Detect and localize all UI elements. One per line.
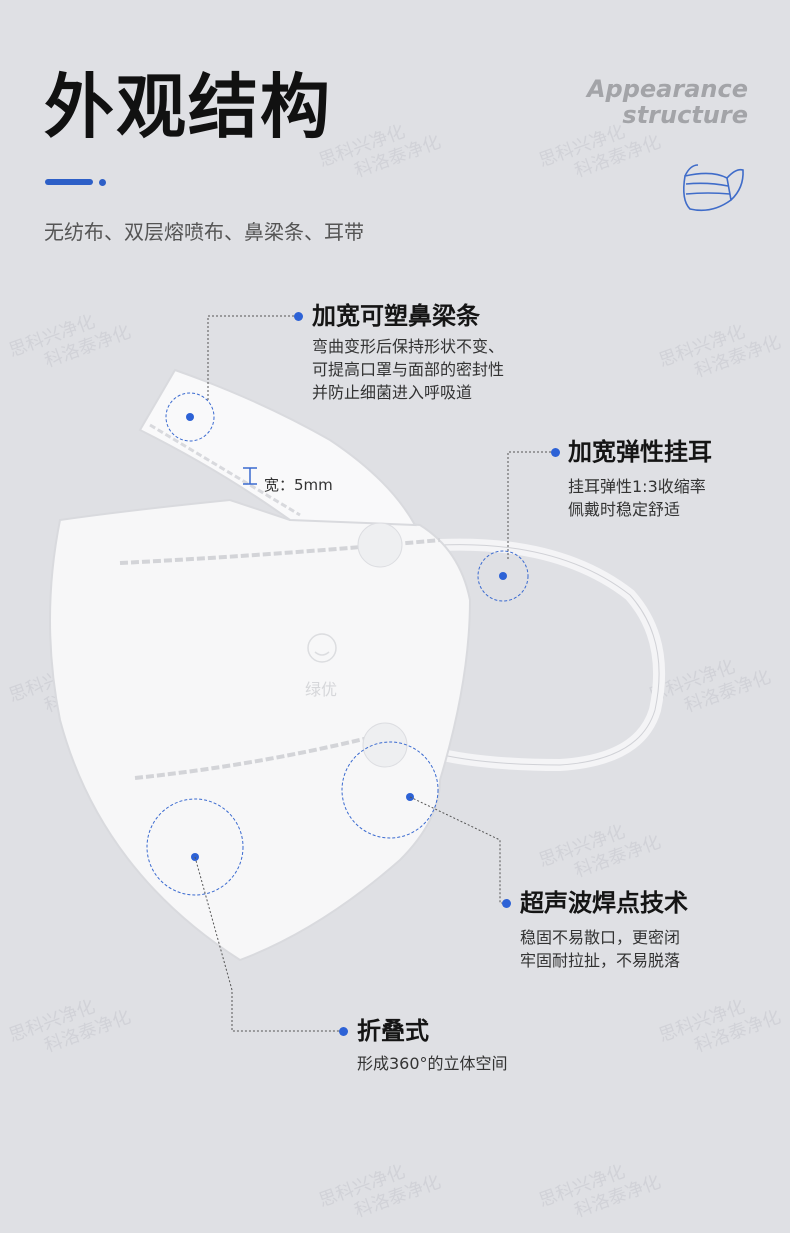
- callout-desc: 稳固不易散口，更密闭牢固耐拉扯，不易脱落: [520, 928, 681, 970]
- callout-title: 折叠式: [357, 1017, 429, 1045]
- callout-dot: [339, 1027, 348, 1036]
- highlight-earloop: [477, 550, 529, 602]
- mask-body: [49, 498, 472, 962]
- english-title-line2: structure: [622, 101, 748, 129]
- callout-desc: 弯曲变形后保持形状不变、可提高口罩与面部的密封性并防止细菌进入呼吸道: [312, 337, 505, 402]
- logo-icon: [307, 633, 337, 663]
- page-title: 外观结构: [44, 66, 332, 148]
- callout-title: 加宽弹性挂耳: [568, 438, 712, 466]
- callout-dot: [551, 448, 560, 457]
- highlight-weld: [341, 741, 439, 839]
- callout-title: 超声波焊点技术: [520, 889, 688, 917]
- callout-dot: [502, 899, 511, 908]
- callout-desc: 挂耳弹性1:3收缩率佩戴时稳定舒适: [568, 477, 706, 519]
- highlight-fold: [146, 798, 244, 896]
- mask-icon: [683, 164, 744, 212]
- english-title-line1: Appearance: [586, 75, 748, 103]
- width-label: 宽：5mm: [264, 476, 333, 494]
- highlight-nose: [165, 392, 215, 442]
- nose-flap: [138, 368, 417, 527]
- callout-dot: [294, 312, 303, 321]
- page-subtitle: 无纺布、双层熔喷布、鼻梁条、耳带: [44, 220, 364, 244]
- accent-bar: [45, 179, 93, 185]
- product-illustration: 绿优: [49, 164, 744, 1032]
- accent-dot: [99, 179, 106, 186]
- callout-desc: 形成360°的立体空间: [357, 1054, 508, 1073]
- logo-text: 绿优: [305, 680, 337, 699]
- width-marker: [243, 467, 257, 485]
- callout-title: 加宽可塑鼻梁条: [312, 302, 480, 330]
